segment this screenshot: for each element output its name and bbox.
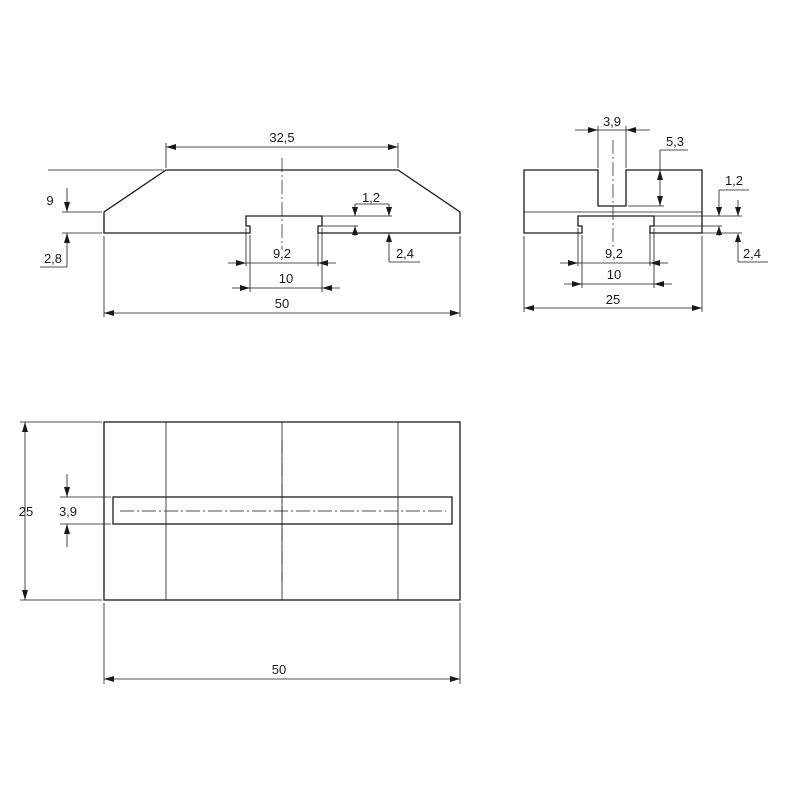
dim-groove-depth: 5,3 (666, 134, 684, 149)
dim-side-slot-inner: 9,2 (605, 246, 623, 261)
dim-groove-width: 3,9 (603, 114, 621, 129)
dim-side-overall: 25 (606, 292, 620, 307)
front-view: 32,5 9 2,8 1,2 2,4 9 (40, 130, 461, 317)
side-view: 3,9 5,3 1,2 2,4 9,2 (523, 114, 768, 312)
top-groove (112, 496, 453, 525)
dim-slot-inner: 9,2 (273, 246, 291, 261)
dim-height: 9 (46, 193, 53, 208)
dim-slot-depth: 2,4 (396, 246, 414, 261)
dim-top-depth: 25 (19, 504, 33, 519)
dim-slot-lip: 1,2 (362, 190, 380, 205)
dim-side-slot-lip: 1,2 (725, 173, 743, 188)
dim-top-groove: 3,9 (59, 504, 77, 519)
dim-top-overall: 50 (272, 662, 286, 677)
dim-side-slot-outer: 10 (607, 267, 621, 282)
front-outline (103, 169, 461, 234)
dim-slot-outer: 10 (279, 271, 293, 286)
side-outline (523, 169, 703, 234)
dim-overall-width: 50 (275, 296, 289, 311)
top-view: 25 3,9 50 (19, 421, 461, 684)
dim-side-slot-depth: 2,4 (743, 246, 761, 261)
dim-top-width: 32,5 (269, 130, 294, 145)
dim-edge-height: 2,8 (44, 251, 62, 266)
